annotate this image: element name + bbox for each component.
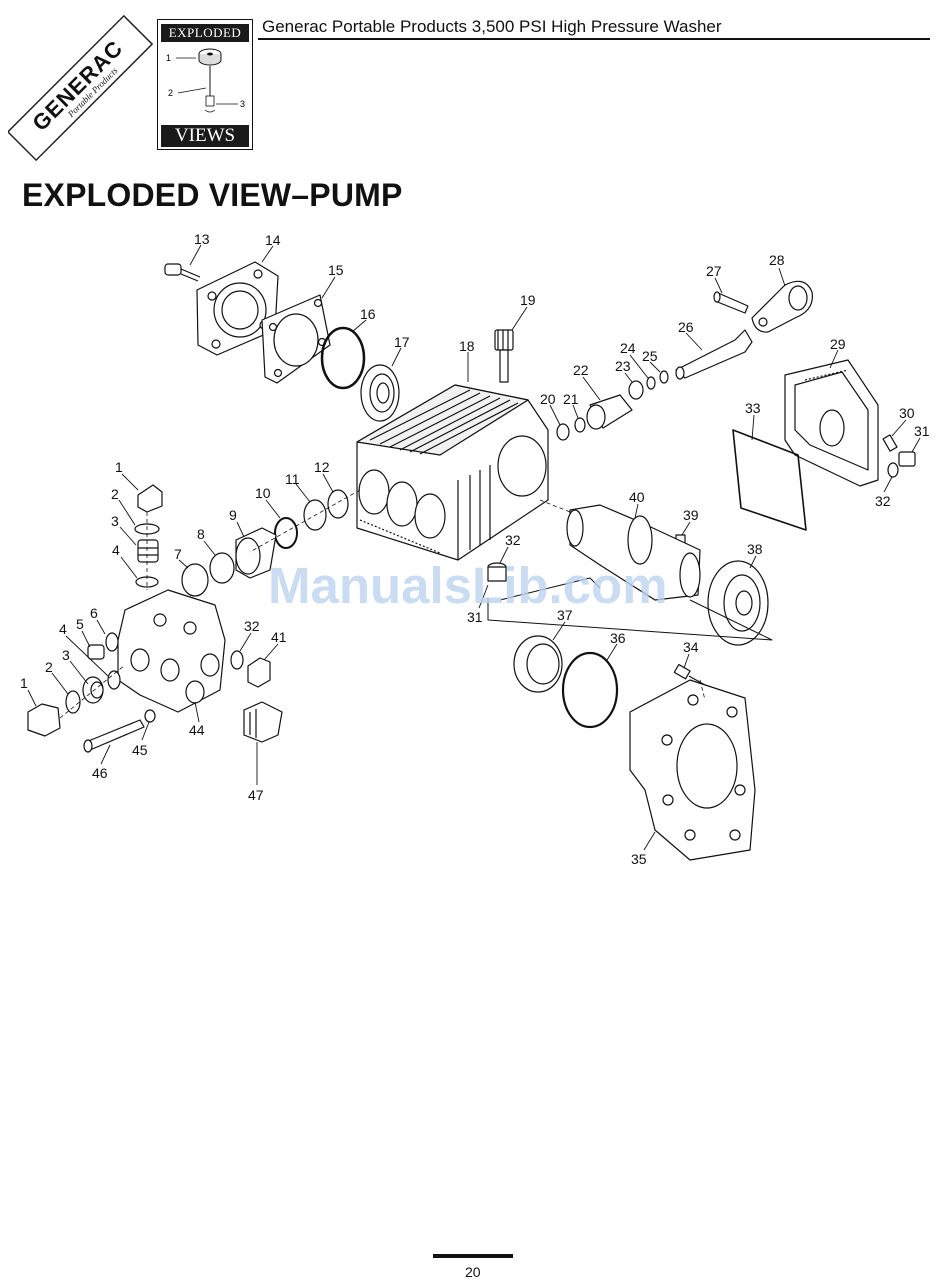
part-5-plug-left (88, 645, 104, 659)
part-38-bearing (708, 561, 768, 645)
part-4-ring-left (108, 671, 120, 689)
part-12-ring (328, 490, 348, 518)
callout-15: 15 (328, 262, 344, 278)
callout-26: 26 (678, 319, 694, 335)
part-28-connecting-rod (752, 281, 812, 332)
callout-6: 6 (90, 605, 98, 621)
part-7-cage (182, 564, 208, 596)
callout-46: 46 (92, 765, 108, 781)
callout-3-top: 3 (111, 513, 119, 529)
callout-13: 13 (194, 231, 210, 247)
part-36-oring (563, 653, 617, 727)
part-13-bolt (165, 264, 200, 281)
callout-3-left: 3 (62, 647, 70, 663)
callout-32-manifold: 32 (244, 618, 260, 634)
part-21-washer (575, 418, 585, 432)
callout-32-right: 32 (875, 493, 891, 509)
callout-21: 21 (563, 391, 579, 407)
callout-10: 10 (255, 485, 271, 501)
part-30-screw (883, 435, 897, 451)
callout-32-center: 32 (505, 532, 521, 548)
callout-5: 5 (76, 616, 84, 632)
callout-24: 24 (620, 340, 636, 356)
part-6-oring-left (106, 633, 118, 651)
page-number: 20 (465, 1264, 481, 1280)
callout-12: 12 (314, 459, 330, 475)
part-47-fitting (244, 702, 282, 742)
part-45-washer (145, 710, 155, 722)
callout-45: 45 (132, 742, 148, 758)
callout-30: 30 (899, 405, 915, 421)
callout-8: 8 (197, 526, 205, 542)
part-22-sleeve (587, 395, 632, 429)
part-8-ring (210, 553, 234, 583)
footer-rule (433, 1254, 513, 1258)
callout-11: 11 (285, 471, 300, 487)
callout-34: 34 (683, 639, 699, 655)
callout-18: 18 (459, 338, 475, 354)
callout-27: 27 (706, 263, 722, 279)
callout-22: 22 (573, 362, 589, 378)
callout-2-top: 2 (111, 486, 119, 502)
part-10-oring (275, 518, 297, 548)
part-32-ring-right (888, 463, 898, 477)
callout-20: 20 (540, 391, 556, 407)
callout-38: 38 (747, 541, 763, 557)
callout-7: 7 (174, 546, 182, 562)
callout-41: 41 (271, 629, 287, 645)
part-1-plug-top (138, 485, 162, 512)
callout-1-left: 1 (20, 675, 28, 691)
callout-31-right: 31 (914, 423, 930, 439)
callout-39: 39 (683, 507, 699, 523)
callout-17: 17 (394, 334, 410, 350)
watermark: ManualsLib.com (268, 556, 668, 615)
part-2-oring-left (66, 691, 80, 713)
part-23-seal (629, 381, 643, 399)
callout-25: 25 (642, 348, 658, 364)
pump-exploded-diagram: 13 14 15 16 17 18 19 20 21 22 23 24 25 2… (0, 0, 950, 900)
callout-4-top: 4 (112, 542, 120, 558)
callout-4-left: 4 (59, 621, 67, 637)
part-41-plug (248, 658, 270, 687)
callout-2-left: 2 (45, 659, 53, 675)
callout-33: 33 (745, 400, 761, 416)
callout-28: 28 (769, 252, 785, 268)
part-19-dipstick (495, 330, 513, 382)
callout-40: 40 (629, 489, 645, 505)
callout-23: 23 (615, 358, 631, 374)
part-26-plunger (676, 330, 752, 379)
part-1-plug-left (28, 704, 60, 736)
callout-35: 35 (631, 851, 647, 867)
part-17-bearing (361, 365, 399, 421)
callout-14: 14 (265, 232, 281, 248)
part-44-manifold (118, 590, 225, 712)
callout-19: 19 (520, 292, 536, 308)
part-31-plug-right (899, 452, 915, 466)
callout-36: 36 (610, 630, 626, 646)
part-24-ring (647, 377, 655, 389)
callout-16: 16 (360, 306, 376, 322)
part-32-ring-manifold (231, 651, 243, 669)
part-37-seal (514, 636, 562, 692)
part-25-ring (660, 371, 668, 383)
callout-29: 29 (830, 336, 846, 352)
callout-47: 47 (248, 787, 264, 803)
callout-9: 9 (229, 507, 237, 523)
part-27-pin (714, 292, 748, 313)
part-20-nut (557, 424, 569, 440)
part-16-oring (322, 328, 364, 388)
callout-1-top: 1 (115, 459, 123, 475)
part-3-valve-top (138, 540, 158, 562)
part-35-mounting-flange (630, 680, 755, 860)
callout-44: 44 (189, 722, 205, 738)
